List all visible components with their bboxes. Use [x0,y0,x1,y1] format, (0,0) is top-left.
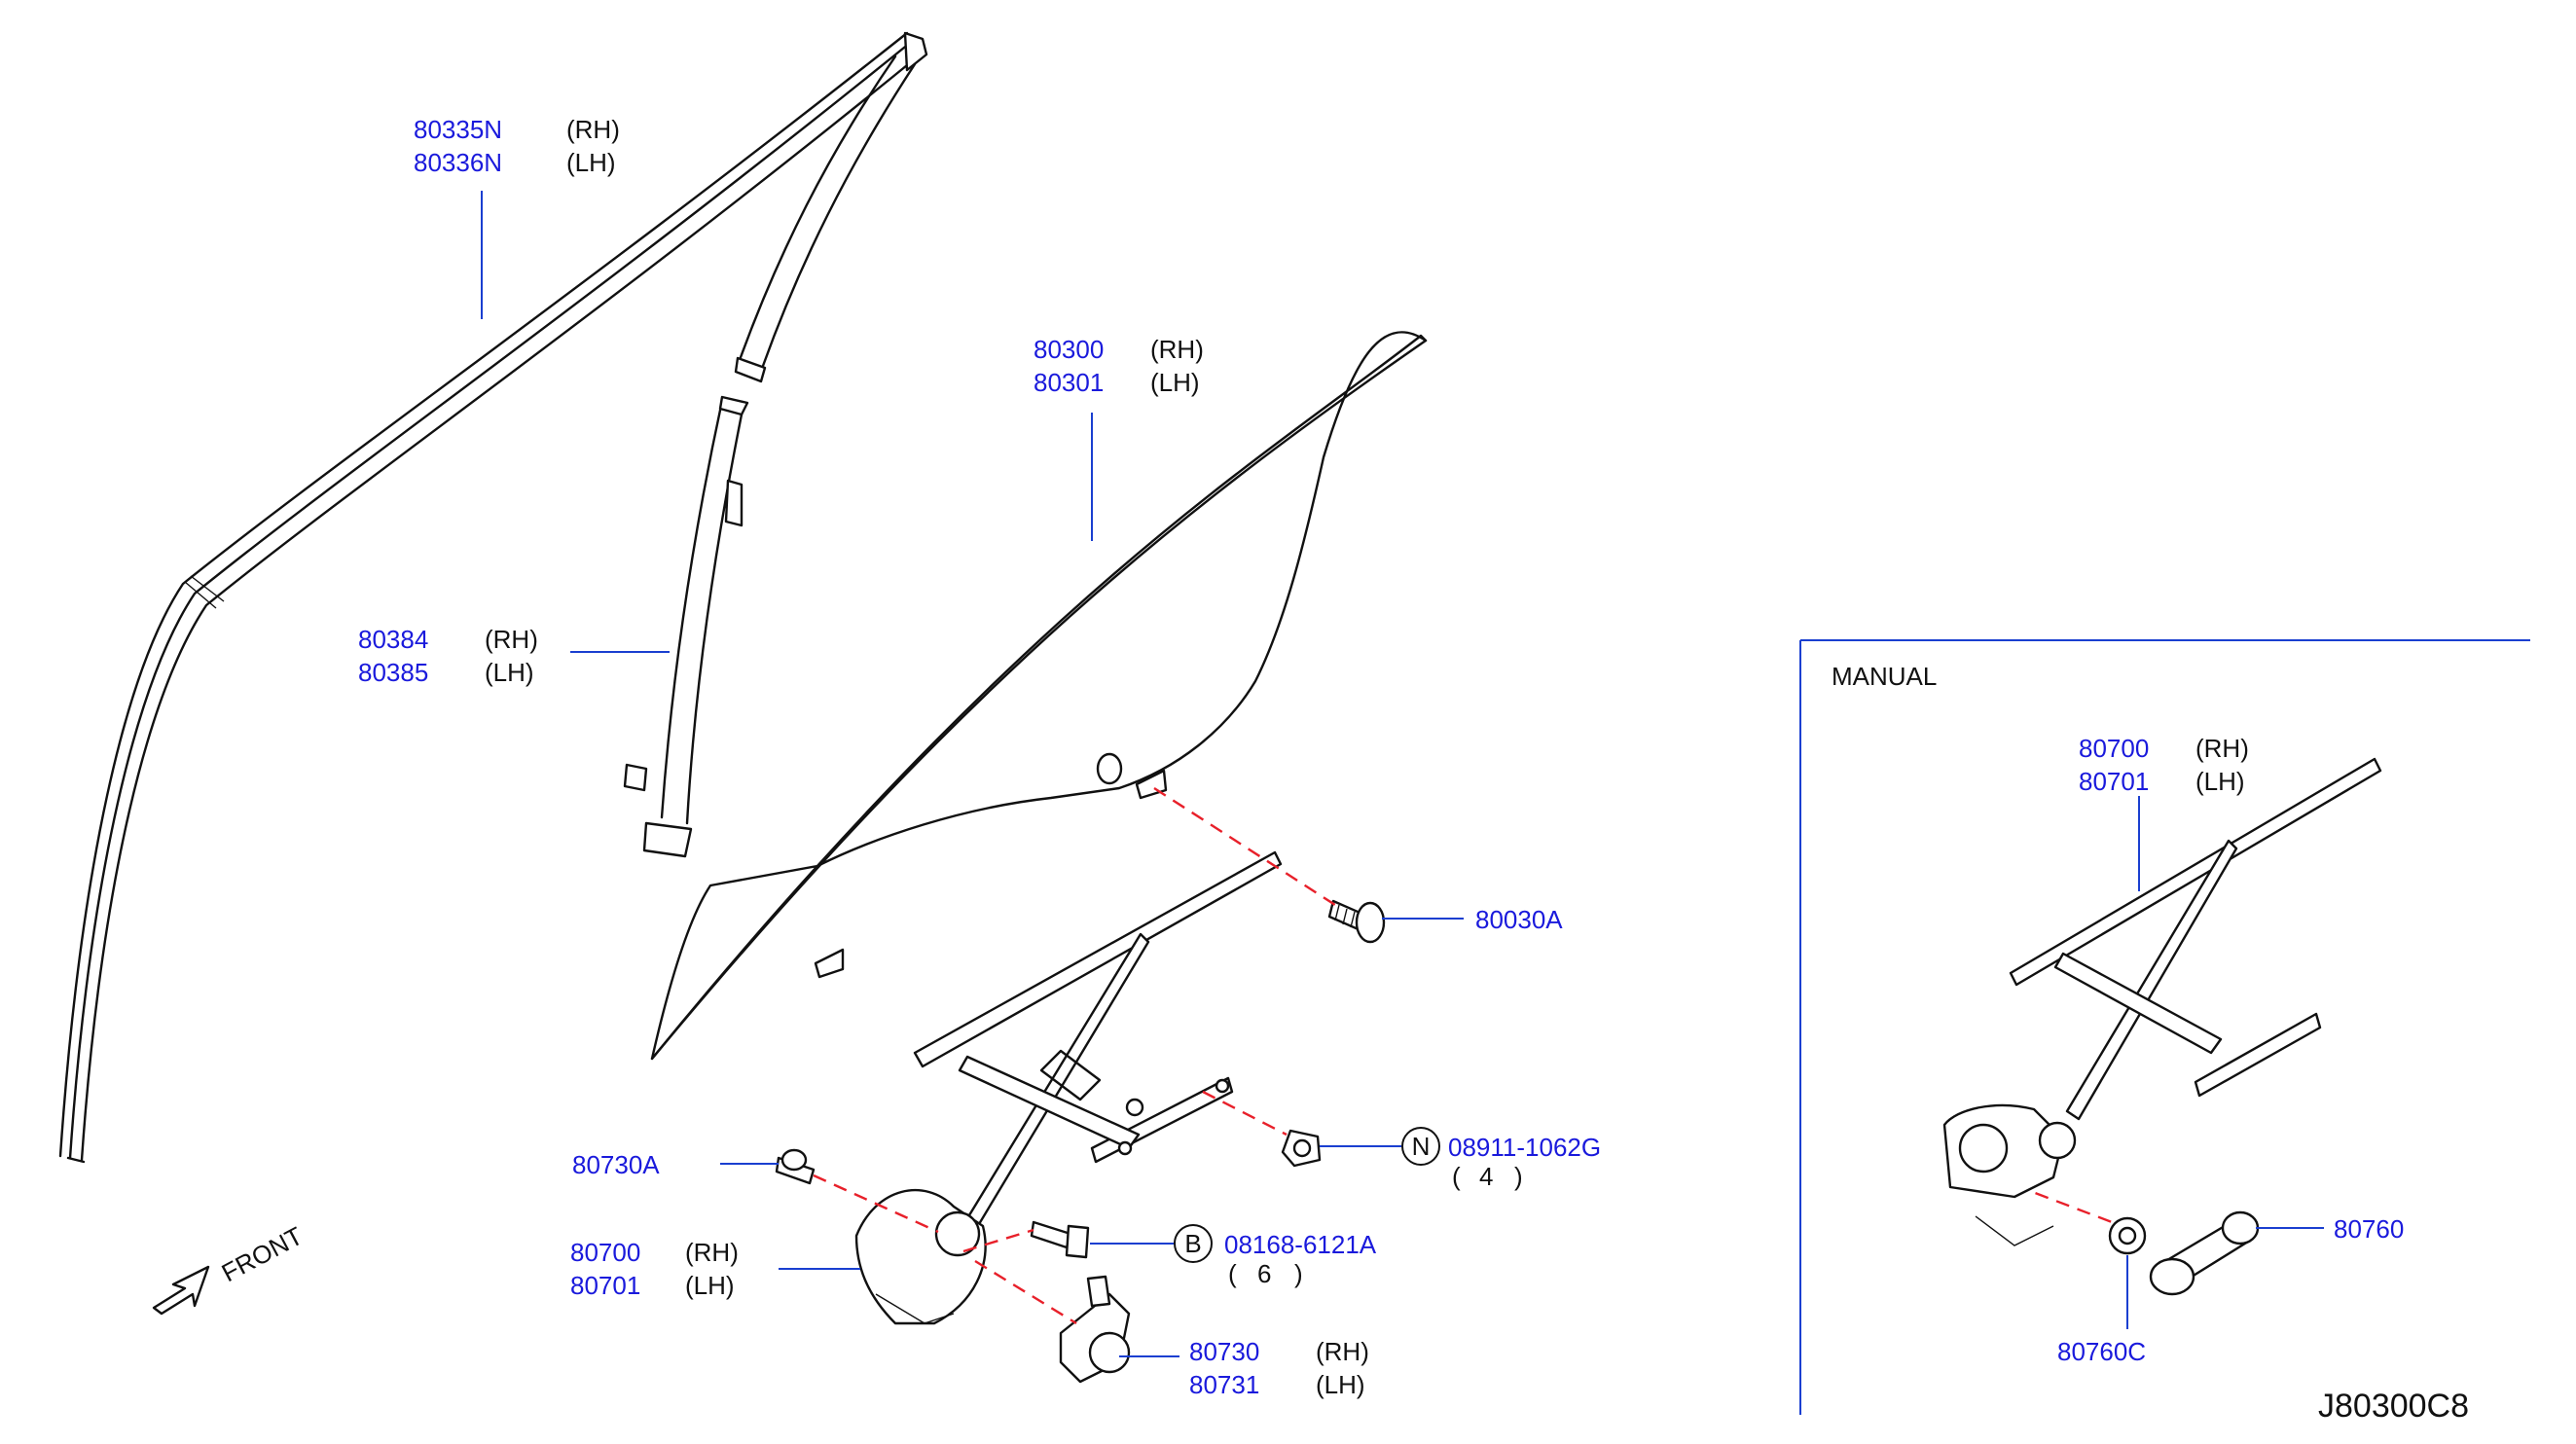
callout-symbols: N B [1174,1127,1440,1263]
rh-tag: (RH) [485,625,538,654]
nut-symbol: N [1412,1132,1431,1161]
bolt-symbol: B [1184,1229,1201,1258]
leader-lines [481,191,2324,1357]
regulator-bolt-part[interactable]: 08168-6121A [1224,1230,1377,1259]
sash-channel-drawing [623,395,749,858]
bolt-qty-open: ( [1228,1259,1237,1288]
rh-tag: (RH) [685,1238,739,1267]
regulator-motor-drawing [1059,1275,1131,1384]
manual-handle-drawing [2108,1210,2260,1296]
bolt-qty: 6 [1257,1259,1271,1288]
power-regulator-drawing [854,850,1283,1325]
rh-tag: (RH) [566,115,620,144]
rh-tag: (RH) [1316,1337,1369,1366]
lh-tag: (LH) [1316,1370,1365,1399]
manual-section-frame [1799,639,2530,1415]
manual-handle-part[interactable]: 80760 [2334,1214,2404,1244]
regulator-nut-part[interactable]: 08911-1062G [1448,1133,1601,1162]
nut-qty-open: ( [1452,1162,1461,1191]
sash-channel-lh-part[interactable]: 80385 [358,658,428,687]
regulator-rh-part[interactable]: 80700 [570,1238,640,1267]
manual-regulator-rh-part[interactable]: 80700 [2079,734,2149,763]
assembly-guide-lines [813,786,2128,1325]
lh-tag: (LH) [485,658,534,687]
lh-tag: (LH) [2195,767,2245,796]
sash-channel-rh-part[interactable]: 80384 [358,625,428,654]
rh-tag: (RH) [2195,734,2249,763]
outer-weatherstrip-lh-part[interactable]: 80336N [414,148,502,177]
fasteners-drawing [775,1129,1322,1259]
manual-regulator-drawing [1942,757,2382,1246]
front-direction-arrow: FRONT [152,1221,308,1316]
lh-tag: (LH) [685,1271,735,1300]
motor-screw-part[interactable]: 80730A [572,1150,660,1179]
rh-tag: (RH) [1150,335,1204,364]
nut-qty: 4 [1479,1162,1493,1191]
bolt-symbol-circle [1174,1224,1213,1263]
outer-weatherstrip-drawing [58,31,928,1164]
door-glass-drawing [650,331,1428,1061]
glass-bolt-drawing [1327,899,1386,944]
manual-regulator-lh-part[interactable]: 80701 [2079,767,2149,796]
front-label: FRONT [217,1221,308,1288]
glass-bolt-part[interactable]: 80030A [1475,905,1563,934]
manual-section-title: MANUAL [1832,662,1937,691]
motor-rh-part[interactable]: 80730 [1189,1337,1259,1366]
nut-symbol-circle [1401,1127,1440,1166]
motor-lh-part[interactable]: 80731 [1189,1370,1259,1399]
lh-tag: (LH) [1150,368,1200,397]
regulator-lh-part[interactable]: 80701 [570,1271,640,1300]
bolt-qty-close: ) [1294,1259,1303,1288]
door-glass-lh-part[interactable]: 80301 [1034,368,1104,397]
upper-sash-drawing [734,54,917,383]
lh-tag: (LH) [566,148,616,177]
manual-escutcheon-part[interactable]: 80760C [2057,1337,2146,1366]
diagram-code: J80300C8 [2318,1388,2469,1425]
door-glass-rh-part[interactable]: 80300 [1034,335,1104,364]
outer-weatherstrip-rh-part[interactable]: 80335N [414,115,502,144]
nut-qty-close: ) [1514,1162,1523,1191]
